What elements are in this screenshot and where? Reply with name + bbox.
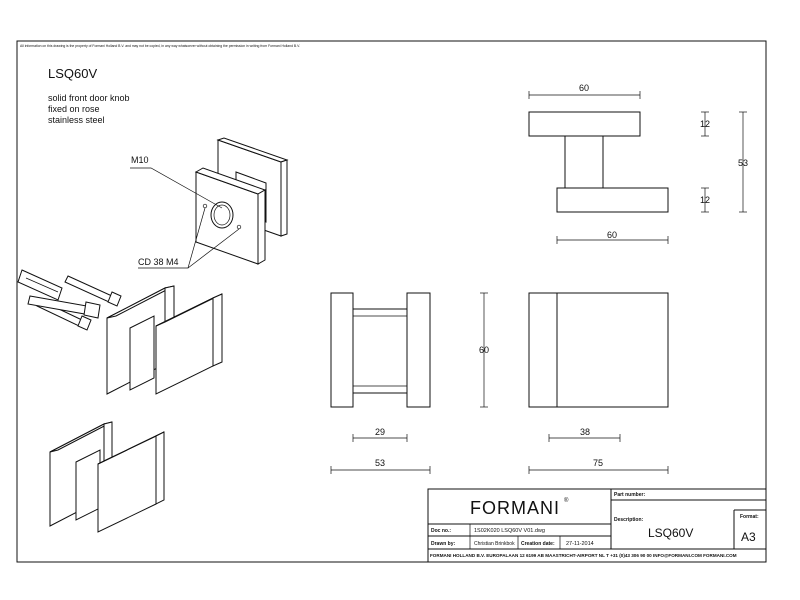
dim-right-inner: 38 xyxy=(580,427,590,437)
product-code: LSQ60V xyxy=(48,66,97,81)
m10-leader xyxy=(130,167,223,209)
exploded-rose-view xyxy=(194,137,289,265)
dim-side-spindle: 29 xyxy=(375,427,385,437)
brand-mark: ® xyxy=(564,497,569,504)
bottom-iso-view xyxy=(49,421,165,533)
description-line-3: stainless steel xyxy=(48,115,105,125)
description-line-2: fixed on rose xyxy=(48,104,100,114)
title-block xyxy=(427,488,767,563)
brand-logo: FORMANI xyxy=(470,498,560,518)
dim-side-total: 53 xyxy=(375,458,385,468)
front-elevation-view xyxy=(528,292,669,408)
thread-callout: M10 xyxy=(131,155,149,165)
dim-rose-height: 12 xyxy=(700,195,710,205)
dim-right-total: 75 xyxy=(593,458,603,468)
creation-date-value: 27-11-2014 xyxy=(566,541,594,547)
dim-knob-height: 12 xyxy=(700,119,710,129)
description-label: Description: xyxy=(614,517,644,523)
drawn-by-value: Christian Brinkbok xyxy=(474,541,515,547)
side-elevation-view xyxy=(330,292,431,408)
drawn-by-label: Drawn by: xyxy=(431,541,456,547)
description-value: LSQ60V xyxy=(648,526,693,540)
dim-front-height: 60 xyxy=(479,345,489,355)
doc-no-value: 1S02K020 LSQ60V V01.dwg xyxy=(474,528,545,534)
fixing-screws-and-plugs xyxy=(17,269,122,331)
format-label: Format: xyxy=(740,514,759,520)
dim-rose-width: 60 xyxy=(607,230,617,240)
knob-assembly-view xyxy=(106,285,223,395)
fixing-callout: CD 38 M4 xyxy=(138,257,179,267)
dim-total-height: 53 xyxy=(738,158,748,168)
format-value: A3 xyxy=(741,530,756,544)
dim-top-width: 60 xyxy=(579,83,589,93)
disclaimer-text: All information on this drawing is the p… xyxy=(20,44,300,48)
footer-address: FORMANI HOLLAND B.V. EUROPALAAN 12 6199 … xyxy=(430,553,737,558)
drawing-frame xyxy=(16,40,767,563)
creation-date-label: Creation date: xyxy=(521,541,555,547)
top-elevation-view xyxy=(528,111,669,213)
doc-no-label: Doc no.: xyxy=(431,528,451,534)
part-number-label: Part number: xyxy=(614,492,645,498)
description-line-1: solid front door knob xyxy=(48,93,130,103)
